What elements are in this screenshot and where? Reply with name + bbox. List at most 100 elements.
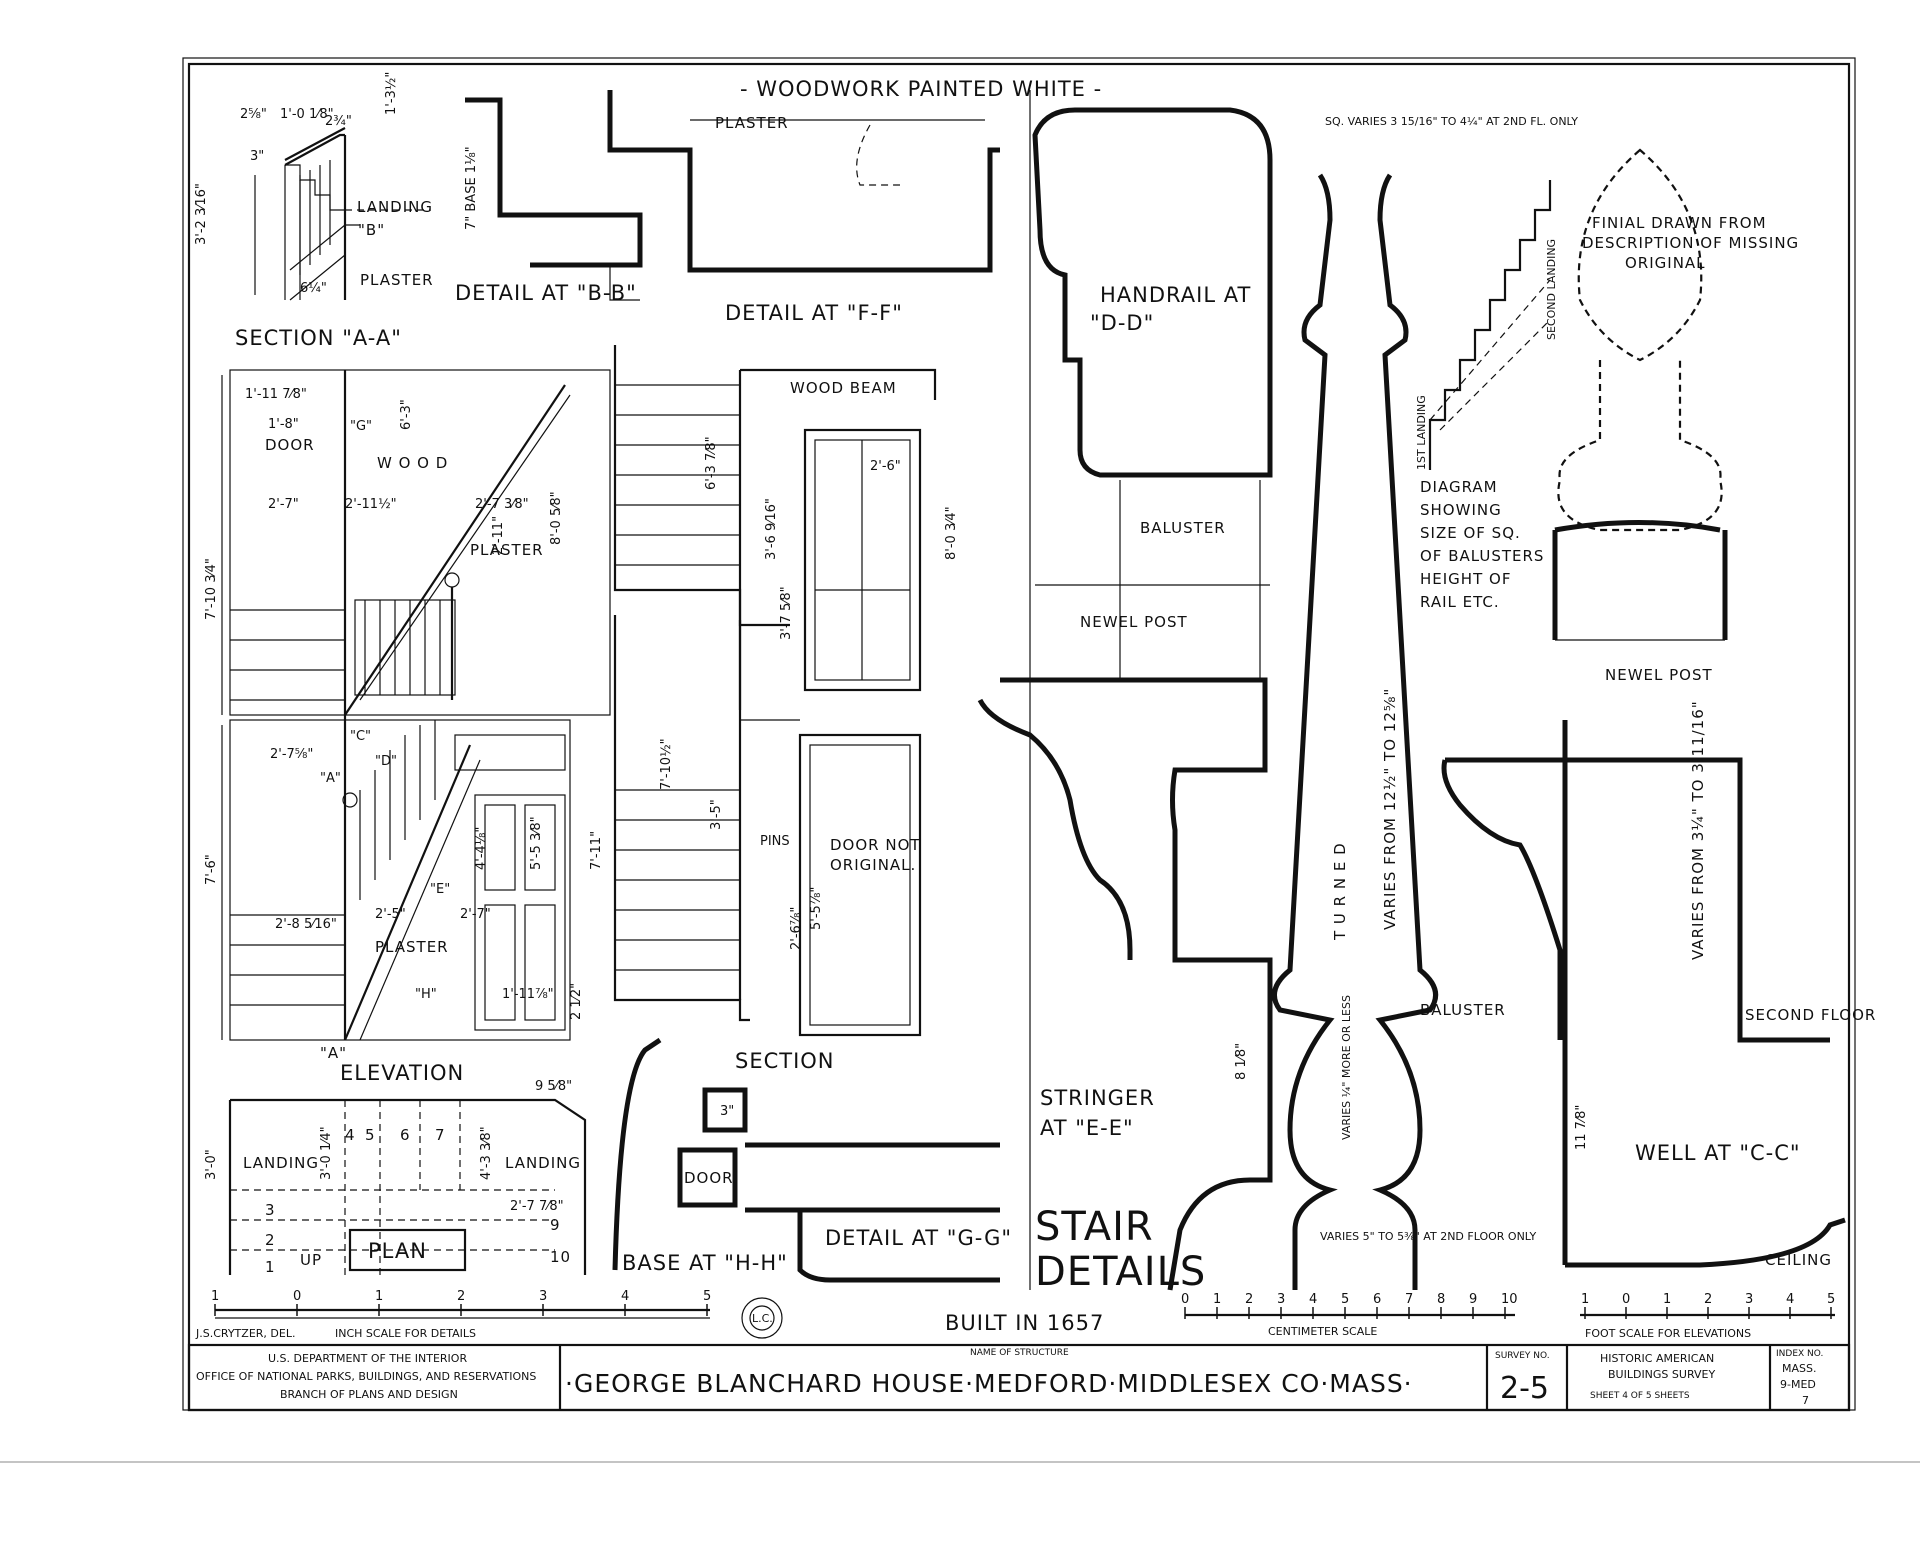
index-line-3: 7 bbox=[1802, 1394, 1809, 1407]
svg-text:"E": "E" bbox=[430, 882, 450, 897]
baluster-large-label: BALUSTER bbox=[1420, 1001, 1506, 1019]
cm-scale-tick-label: 4 bbox=[1309, 1292, 1317, 1307]
section-title: SECTION bbox=[735, 1049, 835, 1073]
habs-line-2: BUILDINGS SURVEY bbox=[1608, 1368, 1715, 1381]
door-not-original-1: DOOR NOT bbox=[830, 836, 921, 854]
stair-details-title-2: DETAILS bbox=[1035, 1249, 1206, 1295]
elevation-title: ELEVATION bbox=[340, 1061, 464, 1085]
first-landing-label: 1ST LANDING bbox=[1415, 395, 1428, 470]
svg-text:9 5⁄8": 9 5⁄8" bbox=[535, 1079, 572, 1094]
plan-title: PLAN bbox=[368, 1239, 427, 1263]
svg-text:7'-6": 7'-6" bbox=[204, 854, 219, 885]
foot-scale-tick-label: 0 bbox=[1622, 1292, 1630, 1307]
svg-text:1'-0 1⁄8": 1'-0 1⁄8" bbox=[280, 107, 334, 122]
section-drawing: WOOD BEAM 2'-6" 8'-0 3⁄4" 6'-3 7⁄8" 3'-6… bbox=[589, 345, 959, 1073]
svg-text:2'-7⅝": 2'-7⅝" bbox=[270, 747, 313, 762]
door-label-gg: DOOR bbox=[684, 1169, 734, 1187]
svg-text:2'-7 3⁄8": 2'-7 3⁄8" bbox=[475, 497, 529, 512]
cm-scale-tick-label: 7 bbox=[1405, 1292, 1413, 1307]
dept-line-3: BRANCH OF PLANS AND DESIGN bbox=[280, 1388, 458, 1401]
newel-small-label: NEWEL POST bbox=[1080, 613, 1188, 631]
svg-text:2'-7": 2'-7" bbox=[268, 497, 299, 512]
svg-text:2'-6": 2'-6" bbox=[870, 459, 901, 474]
svg-text:2: 2 bbox=[265, 1231, 276, 1249]
svg-text:3'-2 3⁄16": 3'-2 3⁄16" bbox=[194, 183, 209, 245]
svg-text:1'-11 7⁄8": 1'-11 7⁄8" bbox=[245, 387, 307, 402]
stringer-title: STRINGER bbox=[1040, 1086, 1155, 1110]
name-caption: NAME OF STRUCTURE bbox=[970, 1348, 1069, 1358]
cm-scale-tick-label: 0 bbox=[1181, 1292, 1189, 1307]
svg-text:6: 6 bbox=[400, 1126, 411, 1144]
finial-note-1: FINIAL DRAWN FROM bbox=[1592, 214, 1767, 232]
varies-from-label: VARIES FROM 12½" TO 12⅝" bbox=[1381, 688, 1399, 930]
svg-text:1'-3½": 1'-3½" bbox=[384, 72, 399, 115]
cm-scale-tick-label: 8 bbox=[1437, 1292, 1445, 1307]
newel-post-label: NEWEL POST bbox=[1605, 666, 1713, 684]
inch-scale-label: INCH SCALE FOR DETAILS bbox=[335, 1327, 476, 1340]
svg-text:DOOR: DOOR bbox=[265, 436, 315, 454]
svg-text:"D": "D" bbox=[375, 754, 397, 769]
svg-text:7'-10½": 7'-10½" bbox=[659, 738, 674, 790]
dept-line-1: U.S. DEPARTMENT OF THE INTERIOR bbox=[268, 1352, 467, 1365]
turned-label: T U R N E D bbox=[1331, 842, 1349, 941]
foot-scale-tick-label: 4 bbox=[1786, 1292, 1794, 1307]
svg-text:"A": "A" bbox=[320, 771, 341, 786]
svg-text:2'-11½": 2'-11½" bbox=[345, 497, 397, 512]
elevation-a-label: "A" bbox=[320, 1044, 347, 1062]
foot-scale-tick-label: 1 bbox=[1581, 1292, 1589, 1307]
plaster-label-ff: PLASTER bbox=[715, 114, 789, 132]
base-and-gg-drawing: BASE AT "H-H" 3" DOOR DETAIL AT "G-G" bbox=[612, 1037, 1011, 1283]
svg-text:2 1⁄2": 2 1⁄2" bbox=[569, 983, 584, 1020]
svg-text:2'-5": 2'-5" bbox=[375, 907, 406, 922]
handrail-dd: "D-D" bbox=[1090, 311, 1154, 335]
large-baluster-drawing: T U R N E D VARIES FROM 12½" TO 12⅝" VAR… bbox=[1271, 115, 1578, 1290]
svg-text:3'-0 1⁄4": 3'-0 1⁄4" bbox=[319, 1126, 334, 1180]
svg-text:6'-3": 6'-3" bbox=[399, 399, 414, 430]
svg-text:3": 3" bbox=[720, 1104, 734, 1119]
outer-border bbox=[182, 57, 1856, 1411]
svg-text:4: 4 bbox=[345, 1126, 356, 1144]
cm-scale-label: CENTIMETER SCALE bbox=[1268, 1325, 1377, 1338]
svg-text:7" BASE 1⅛": 7" BASE 1⅛" bbox=[464, 146, 479, 230]
foot-scale-tick-label: 3 bbox=[1745, 1292, 1753, 1307]
library-stamp: L.C. bbox=[741, 1297, 783, 1339]
plaster-label-aa: PLASTER bbox=[360, 271, 434, 289]
svg-text:2'-11": 2'-11" bbox=[491, 516, 506, 555]
up-label: UP bbox=[300, 1251, 322, 1269]
stair-details-title-1: STAIR bbox=[1035, 1204, 1154, 1250]
svg-text:5'-5 3⁄8": 5'-5 3⁄8" bbox=[529, 816, 544, 870]
wood-label: W O O D bbox=[377, 454, 448, 472]
section-aa-drawing: 3'-2 3⁄16" 2⅝" 1'-0 1⁄8" 2¾" 1'-3½" 3" 6… bbox=[194, 72, 434, 350]
svg-text:2¾": 2¾" bbox=[325, 114, 352, 129]
cm-scale-tick-label: 2 bbox=[1245, 1292, 1253, 1307]
finial-note-3: ORIGINAL bbox=[1625, 254, 1706, 272]
landing-label-aa: LANDING bbox=[357, 198, 433, 216]
svg-text:2⅝": 2⅝" bbox=[240, 107, 267, 122]
index-line-2: 9-MED bbox=[1780, 1378, 1816, 1391]
second-floor-label: SECOND FLOOR bbox=[1745, 1006, 1876, 1024]
diagram-note-5: HEIGHT OF bbox=[1420, 570, 1511, 588]
plan-landing-2: LANDING bbox=[505, 1154, 581, 1172]
svg-text:3'-6 9⁄16": 3'-6 9⁄16" bbox=[764, 498, 779, 560]
inch-scale-tick-label: 0 bbox=[293, 1289, 301, 1304]
door-not-original-2: ORIGINAL. bbox=[830, 856, 916, 874]
plaster-label-elev: PLASTER bbox=[470, 541, 544, 559]
varies-bottom-label: VARIES 5" TO 5⅜" AT 2ND FLOOR ONLY bbox=[1320, 1230, 1536, 1243]
baluster-small-label: BALUSTER bbox=[1140, 519, 1226, 537]
svg-text:3'-7 5⁄8": 3'-7 5⁄8" bbox=[779, 586, 794, 640]
varies-top-label: SQ. VARIES 3 15/16" TO 4¼" AT 2ND FL. ON… bbox=[1325, 115, 1578, 128]
survey-caption: SURVEY NO. bbox=[1495, 1351, 1550, 1361]
foot-scale-tick-label: 2 bbox=[1704, 1292, 1712, 1307]
svg-text:4'-4⅛": 4'-4⅛" bbox=[474, 827, 489, 870]
detail-ff-drawing: PLASTER DETAIL AT "F-F" bbox=[607, 90, 1000, 325]
svg-text:7: 7 bbox=[435, 1126, 446, 1144]
svg-text:2'-7": 2'-7" bbox=[460, 907, 491, 922]
svg-text:2'-6⅞": 2'-6⅞" bbox=[789, 907, 804, 950]
survey-no: 2-5 bbox=[1500, 1371, 1549, 1406]
varies-well-label: VARIES FROM 3¼" TO 3 11/16" bbox=[1689, 700, 1707, 960]
svg-text:9: 9 bbox=[550, 1216, 561, 1234]
cm-scale-tick-label: 5 bbox=[1341, 1292, 1349, 1307]
